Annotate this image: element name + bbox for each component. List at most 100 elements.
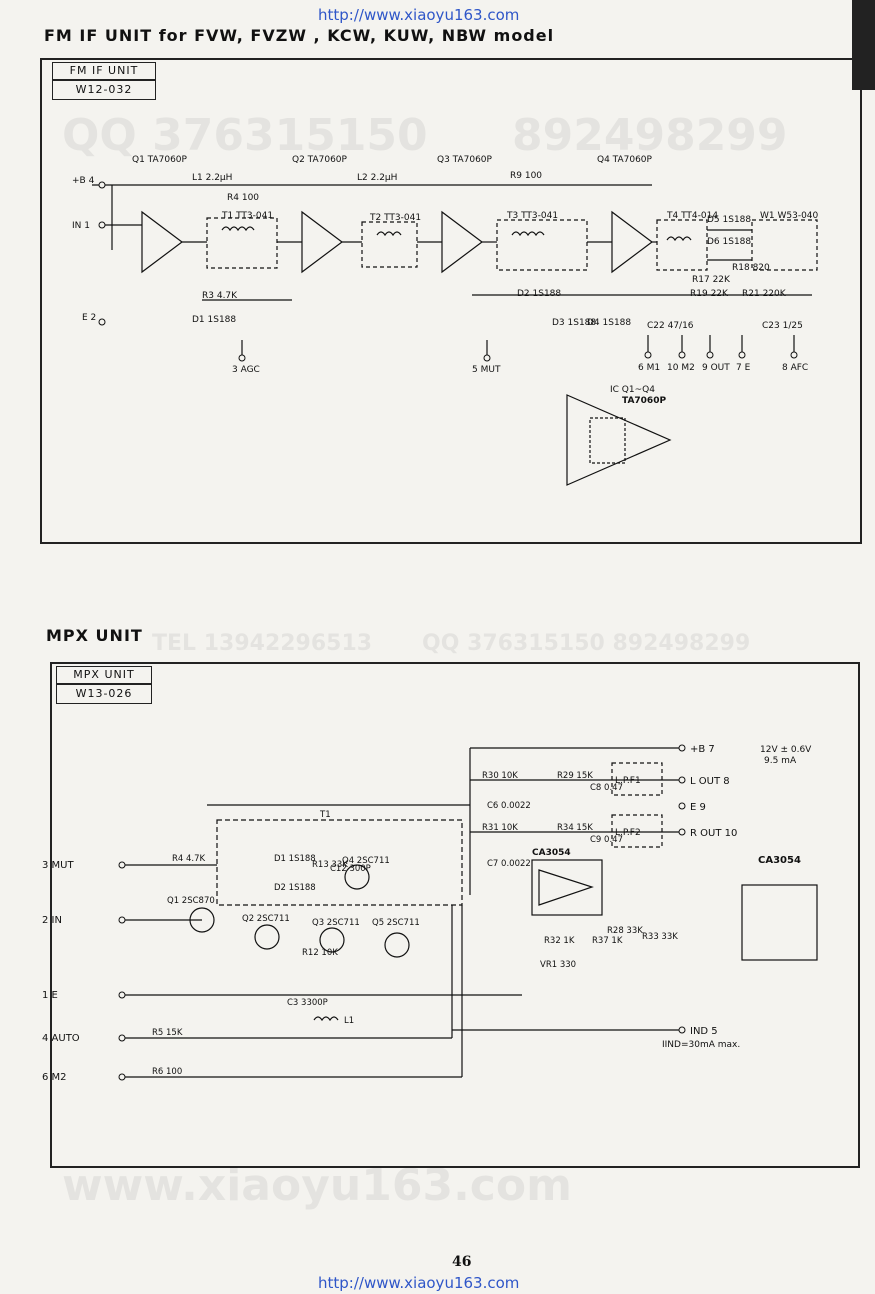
mpx-part-label: R37 1K	[592, 936, 623, 946]
mpx-part-label: VR1 330	[540, 960, 576, 970]
fm-ic3	[441, 210, 483, 274]
mpx-transistor-label: Q5 2SC711	[372, 918, 420, 928]
mpx-term-b	[678, 744, 686, 752]
mpx-terminal-label: 4 AUTO	[42, 1033, 80, 1044]
mpx-ic-symbol	[538, 869, 594, 906]
fm-part-label: L2 2.2μH	[357, 173, 397, 183]
fm-part-label: T2 TT3-041	[369, 213, 421, 223]
fm-part-label: D4 1S188	[587, 318, 631, 328]
watermark-url-bottom: http://www.xiaoyu163.com	[318, 1274, 520, 1292]
fm-inset-ic	[566, 394, 672, 486]
fm-ic-label: Q2 TA7060P	[292, 155, 348, 165]
mpx-terminal-label: 6 M2	[42, 1072, 67, 1083]
fm-part-label: R4 100	[227, 193, 259, 203]
mpx-ic-body	[531, 859, 603, 916]
mpx-q5	[384, 932, 410, 958]
mpx-faded-url: www.xiaoyu163.com	[62, 1160, 572, 1211]
mpx-term-ind	[678, 1026, 686, 1034]
mpx-part-label: L1	[344, 1016, 354, 1026]
mpx-part-label: R31 10K	[482, 823, 518, 833]
mpx-part-label: C8 0.47	[590, 783, 623, 793]
fm-coil	[376, 231, 402, 237]
mpx-part-label: C7 0.0022	[487, 859, 531, 869]
fm-coil	[511, 231, 545, 237]
fm-coil	[666, 236, 692, 242]
fm-part-label: D1 1S188	[192, 315, 236, 325]
mpx-terminal-label: 3 MUT	[42, 860, 74, 871]
fm-terminal-label: 7 E	[736, 363, 751, 373]
mpx-ind-note: IIND=30mA max.	[662, 1040, 740, 1050]
mpx-transistor-label: Q2 2SC711	[242, 914, 290, 924]
fm-part-label: D5 1S188	[707, 215, 751, 225]
mpx-term-mut	[118, 861, 126, 869]
fm-part-label: D2 1S188	[517, 289, 561, 299]
fm-part-label: R17 22K	[692, 275, 731, 285]
fm-terminal-label: 8 AFC	[782, 363, 808, 373]
fm-terminal-label: +B 4	[72, 176, 95, 186]
mpx-term-m2	[118, 1073, 126, 1081]
fm-ic2	[301, 210, 343, 274]
fm-term-b	[98, 181, 106, 189]
mpx-part-label: R30 10K	[482, 771, 518, 781]
fm-t3	[496, 219, 588, 271]
mpx-part-label: C9 0.47	[590, 835, 623, 845]
mpx-tag-part: W13-026	[56, 684, 152, 704]
mpx-faded-mark: TEL 13942296513	[152, 631, 372, 656]
fm-terminal-label: IN 1	[72, 221, 90, 231]
mpx-t1-box	[216, 819, 463, 906]
fm-term-m1	[644, 351, 652, 359]
fm-term-e2	[738, 351, 746, 359]
mpx-lpf-label: L.P.F2	[615, 828, 641, 838]
mpx-part-label: C6 0.0022	[487, 801, 531, 811]
mpx-transistor-label: Q3 2SC711	[312, 918, 360, 928]
mpx-lpf-label: L.P.F1	[615, 776, 641, 786]
mpx-part-label: R13 33K	[312, 860, 348, 870]
fm-term-out	[706, 351, 714, 359]
watermark-url-top: http://www.xiaoyu163.com	[318, 6, 520, 24]
fm-part-label: W1 W53-040	[760, 211, 819, 221]
fm-faded-mark-b: 892498299	[512, 110, 788, 161]
fm-coil	[221, 226, 255, 232]
mpx-q4	[344, 864, 370, 890]
mpx-term-in	[118, 916, 126, 924]
mpx-frame	[50, 662, 860, 1168]
fm-part-label: R9 100	[510, 171, 542, 181]
mpx-terminal-label: +B 7	[690, 744, 715, 755]
mpx-ic-label: CA3054	[532, 848, 571, 858]
mpx-faded-mark: QQ 376315150 892498299	[422, 631, 750, 656]
fm-part-label: C22 47/16	[647, 321, 694, 331]
fm-if-tag-part: W12-032	[52, 80, 156, 100]
mpx-part-label: R5 15K	[152, 1028, 183, 1038]
fm-if-schematic: QQ 376315150 892498299	[62, 110, 819, 486]
mpx-part-label: R33 33K	[642, 932, 678, 942]
fm-terminal-label: 9 OUT	[702, 363, 730, 373]
fm-part-label: R19 22K	[690, 289, 729, 299]
mpx-part-label: D2 1S188	[274, 883, 316, 893]
fm-term-afc	[790, 351, 798, 359]
mpx-part-label: R12 10K	[302, 948, 338, 958]
fm-ic4	[611, 210, 653, 274]
mpx-part-label: R4 4.7K	[172, 854, 206, 864]
fm-if-heading: FM IF UNIT for FVW, FVZW , KCW, KUW, NBW…	[44, 26, 555, 45]
fm-inset-part: TA7060P	[622, 396, 666, 406]
fm-term-mut	[483, 354, 491, 362]
mpx-term-e	[118, 991, 126, 999]
mpx-term-auto	[118, 1034, 126, 1042]
fm-t4	[656, 219, 708, 271]
fm-part-label: D6 1S188	[707, 237, 751, 247]
fm-term-m2	[678, 351, 686, 359]
fm-part-label: D3 1S188	[552, 318, 596, 328]
mpx-supply-note: 12V ± 0.6V	[760, 745, 812, 755]
mpx-term-rout	[678, 828, 686, 836]
fm-ic-label: Q1 TA7060P	[132, 155, 188, 165]
mpx-part-label: C3 3300P	[287, 998, 328, 1008]
mpx-term-e2	[678, 802, 686, 810]
mpx-term-lout	[678, 776, 686, 784]
fm-t1	[206, 217, 278, 269]
mpx-part-label: R29 15K	[557, 771, 593, 781]
fm-terminal-label: 3 AGC	[232, 365, 260, 375]
fm-terminal-label: 6 M1	[638, 363, 660, 373]
mpx-tag-name: MPX UNIT	[56, 666, 152, 684]
fm-terminal-label: 5 MUT	[472, 365, 501, 375]
mpx-transistor-label: Q1 2SC870	[167, 896, 215, 906]
